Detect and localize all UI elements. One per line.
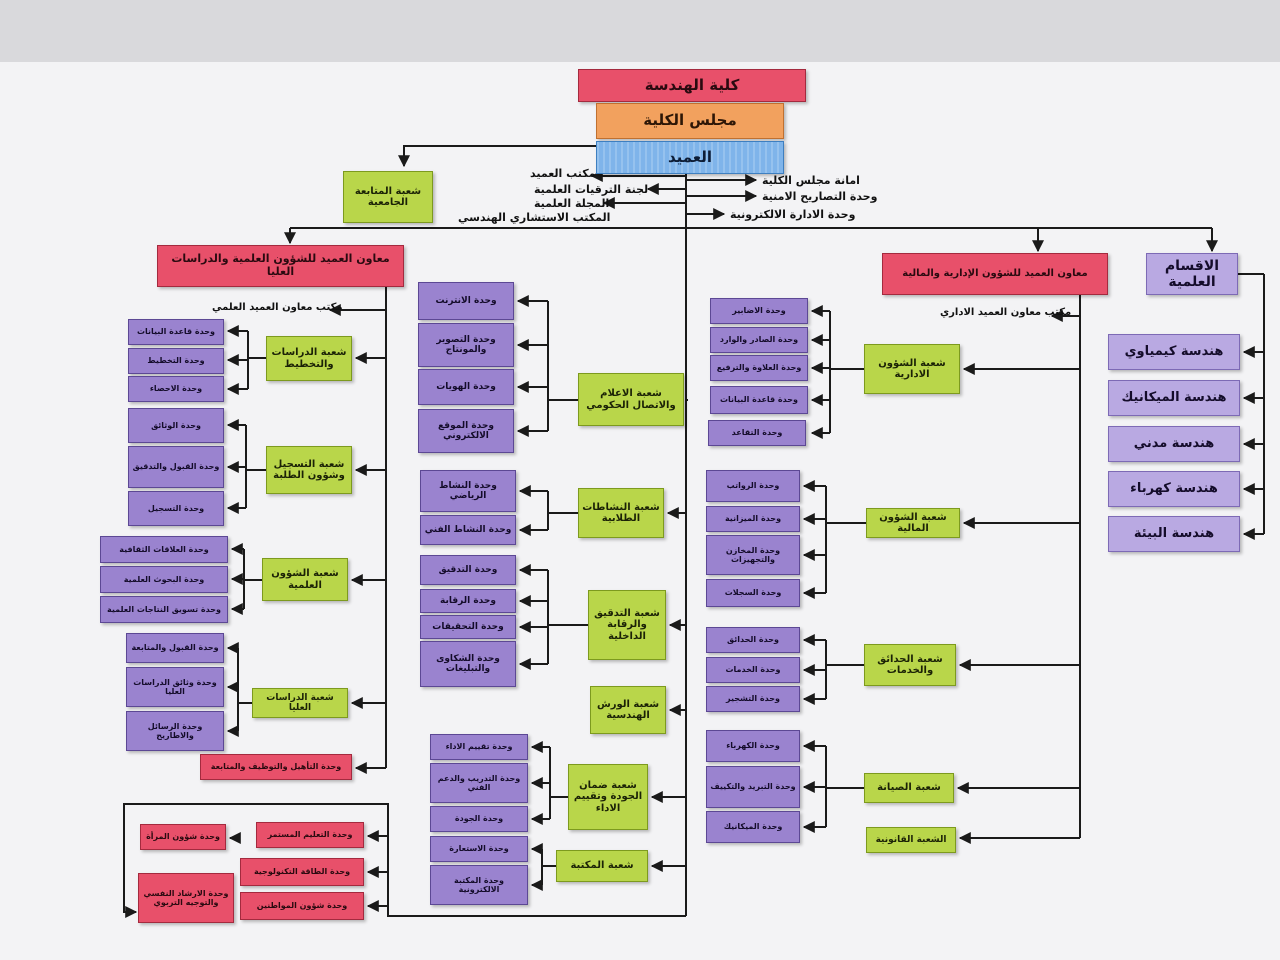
unit-quality-2[interactable]: وحدة التدريب والدعم الفني <box>430 763 528 803</box>
section-scientific[interactable]: شعبة الشؤون العلمية <box>262 558 348 601</box>
unit-media-1[interactable]: وحدة الانترنت <box>418 282 514 320</box>
unit-audit-3[interactable]: وحدة التحقيقات <box>420 615 516 639</box>
unit-fin-2[interactable]: وحدة الميزانية <box>706 506 800 532</box>
unit-studies-2[interactable]: وحدة التخطيط <box>128 348 224 374</box>
unit-citizens[interactable]: وحدة شؤون المواطنين <box>240 892 364 920</box>
dean-office-5: امانة مجلس الكلية <box>762 174 860 187</box>
unit-garden-1[interactable]: وحدة الحدائق <box>706 627 800 653</box>
unit-counseling[interactable]: وحدة الارشاد النفسي والتوجيه التربوي <box>138 873 234 923</box>
unit-admin-2[interactable]: وحدة الصادر والوارد <box>710 327 808 353</box>
unit-rehab[interactable]: وحدة التأهيل والتوظيف والمتابعة <box>200 754 352 780</box>
unit-media-3[interactable]: وحدة الهويات <box>418 369 514 405</box>
unit-admin-3[interactable]: وحدة العلاوة والترفيع <box>710 355 808 381</box>
dept-chemical[interactable]: هندسة كيمياوي <box>1108 334 1240 370</box>
unit-reg-3[interactable]: وحدة التسجيل <box>128 491 224 526</box>
unit-act-1[interactable]: وحدة النشاط الرياضي <box>420 470 516 512</box>
unit-pg-2[interactable]: وحدة وثائق الدراسات العليا <box>126 667 224 707</box>
unit-media-4[interactable]: وحدة الموقع الالكتروني <box>418 409 514 453</box>
unit-maint-1[interactable]: وحدة الكهرباء <box>706 730 800 762</box>
unit-fin-1[interactable]: وحدة الرواتب <box>706 470 800 502</box>
bottom-loop <box>123 803 686 918</box>
unit-lib-2[interactable]: وحدة المكتبة الالكترونية <box>430 865 528 905</box>
unit-studies-3[interactable]: وحدة الاحصاء <box>128 376 224 402</box>
dean-label: العميد <box>667 147 713 166</box>
section-finance[interactable]: شعبة الشؤون المالية <box>866 508 960 538</box>
unit-sci-2[interactable]: وحدة البحوث العلمية <box>100 566 228 593</box>
dean-office-3: المجلة العلمية <box>534 197 610 210</box>
dean-box[interactable]: العميد <box>596 141 784 174</box>
unit-audit-1[interactable]: وحدة التدقيق <box>420 555 516 585</box>
dean-office-4: المكتب الاستشاري الهندسي <box>458 211 611 224</box>
to-followup <box>398 145 596 168</box>
section-legal[interactable]: الشعبة القانونية <box>866 827 956 853</box>
dept-environment[interactable]: هندسة البيئة <box>1108 516 1240 552</box>
unit-women[interactable]: وحدة شؤون المرأة <box>140 824 226 850</box>
unit-act-2[interactable]: وحدة النشاط الفني <box>420 515 516 545</box>
section-registration[interactable]: شعبة التسجيل وشؤون الطلبة <box>266 446 352 494</box>
unit-continuing-edu[interactable]: وحدة التعليم المستمر <box>256 822 364 848</box>
admin-deputy-box[interactable]: معاون العميد للشؤون الإدارية والمالية <box>882 253 1108 295</box>
unit-quality-3[interactable]: وحدة الجودة <box>430 806 528 832</box>
section-workshops[interactable]: شعبة الورش الهندسية <box>590 686 666 734</box>
dept-civil[interactable]: هندسة مدني <box>1108 426 1240 462</box>
unit-fin-4[interactable]: وحدة السجلات <box>706 579 800 607</box>
unit-audit-2[interactable]: وحدة الرقابة <box>420 589 516 613</box>
unit-reg-2[interactable]: وحدة القبول والتدقيق <box>128 446 224 488</box>
section-maintenance[interactable]: شعبة الصيانة <box>864 773 954 803</box>
unit-admin-5[interactable]: وحدة التقاعد <box>708 420 806 446</box>
unit-admin-4[interactable]: وحدة قاعدة البيانات <box>710 386 808 414</box>
faculty-box[interactable]: كلية الهندسة <box>578 69 806 102</box>
unit-fin-3[interactable]: وحدة المخازن والتجهيزات <box>706 535 800 575</box>
admin-deputy-office: مكتب معاون العميد الاداري <box>940 307 1072 318</box>
dept-mechanical[interactable]: هندسة الميكانيك <box>1108 380 1240 416</box>
unit-quality-1[interactable]: وحدة تقييم الاداء <box>430 734 528 760</box>
unit-maint-3[interactable]: وحدة الميكانيك <box>706 811 800 843</box>
unit-lib-1[interactable]: وحدة الاستعارة <box>430 836 528 862</box>
departments-title[interactable]: الاقسام العلمية <box>1146 253 1238 295</box>
council-label: مجلس الكلية <box>643 111 737 130</box>
unit-sci-1[interactable]: وحدة العلاقات الثقافية <box>100 536 228 563</box>
faculty-label: كلية الهندسة <box>644 75 740 94</box>
section-activities[interactable]: شعبة النشاطات الطلابية <box>578 488 664 538</box>
unit-reg-1[interactable]: وحدة الوثائق <box>128 408 224 443</box>
unit-maint-2[interactable]: وحدة التبريد والتكييف <box>706 766 800 808</box>
followup-box[interactable]: شعبة المتابعة الجامعية <box>343 171 433 223</box>
unit-garden-2[interactable]: وحدة الخدمات <box>706 657 800 683</box>
unit-garden-3[interactable]: وحدة التشجير <box>706 686 800 712</box>
sci-deputy-box[interactable]: معاون العميد للشؤون العلمية والدراسات ال… <box>157 245 404 287</box>
section-admin[interactable]: شعبة الشؤون الادارية <box>864 344 960 394</box>
section-audit[interactable]: شعبة التدقيق والرقابة الداخلية <box>588 590 666 660</box>
section-gardens[interactable]: شعبة الحدائق والخدمات <box>864 644 956 686</box>
unit-audit-4[interactable]: وحدة الشكاوى والتبليغات <box>420 641 516 687</box>
section-library[interactable]: شعبة المكتبة <box>556 850 648 882</box>
unit-pg-3[interactable]: وحدة الرسائل والاطاريح <box>126 711 224 751</box>
unit-sci-3[interactable]: وحدة تسويق النتاجات العلمية <box>100 596 228 623</box>
unit-pg-1[interactable]: وحدة القبول والمتابعة <box>126 633 224 663</box>
section-studies[interactable]: شعبة الدراسات والتخطيط <box>266 336 352 381</box>
section-quality[interactable]: شعبة ضمان الجودة وتقييم الاداء <box>568 764 648 830</box>
council-box[interactable]: مجلس الكلية <box>596 103 784 139</box>
dean-office-7: وحدة الادارة الالكترونية <box>730 208 856 221</box>
dept-electrical[interactable]: هندسة كهرباء <box>1108 471 1240 507</box>
unit-media-2[interactable]: وحدة التصوير والمونتاج <box>418 323 514 367</box>
section-postgrad[interactable]: شعبة الدراسات العليا <box>252 688 348 718</box>
dean-office-1: مكتب العميد <box>530 167 596 180</box>
unit-studies-1[interactable]: وحدة قاعدة البيانات <box>128 319 224 345</box>
dean-office-6: وحدة التصاريح الامنية <box>762 190 878 203</box>
unit-admin-1[interactable]: وحدة الاضابير <box>710 298 808 324</box>
unit-energy[interactable]: وحدة الطاقة التكنولوجية <box>240 858 364 886</box>
dean-office-2: لجنة الترقيات العلمية <box>534 183 649 196</box>
section-media[interactable]: شعبة الاعلام والاتصال الحكومي <box>578 373 684 426</box>
sci-deputy-office: مكتب معاون العميد العلمي <box>212 302 343 313</box>
